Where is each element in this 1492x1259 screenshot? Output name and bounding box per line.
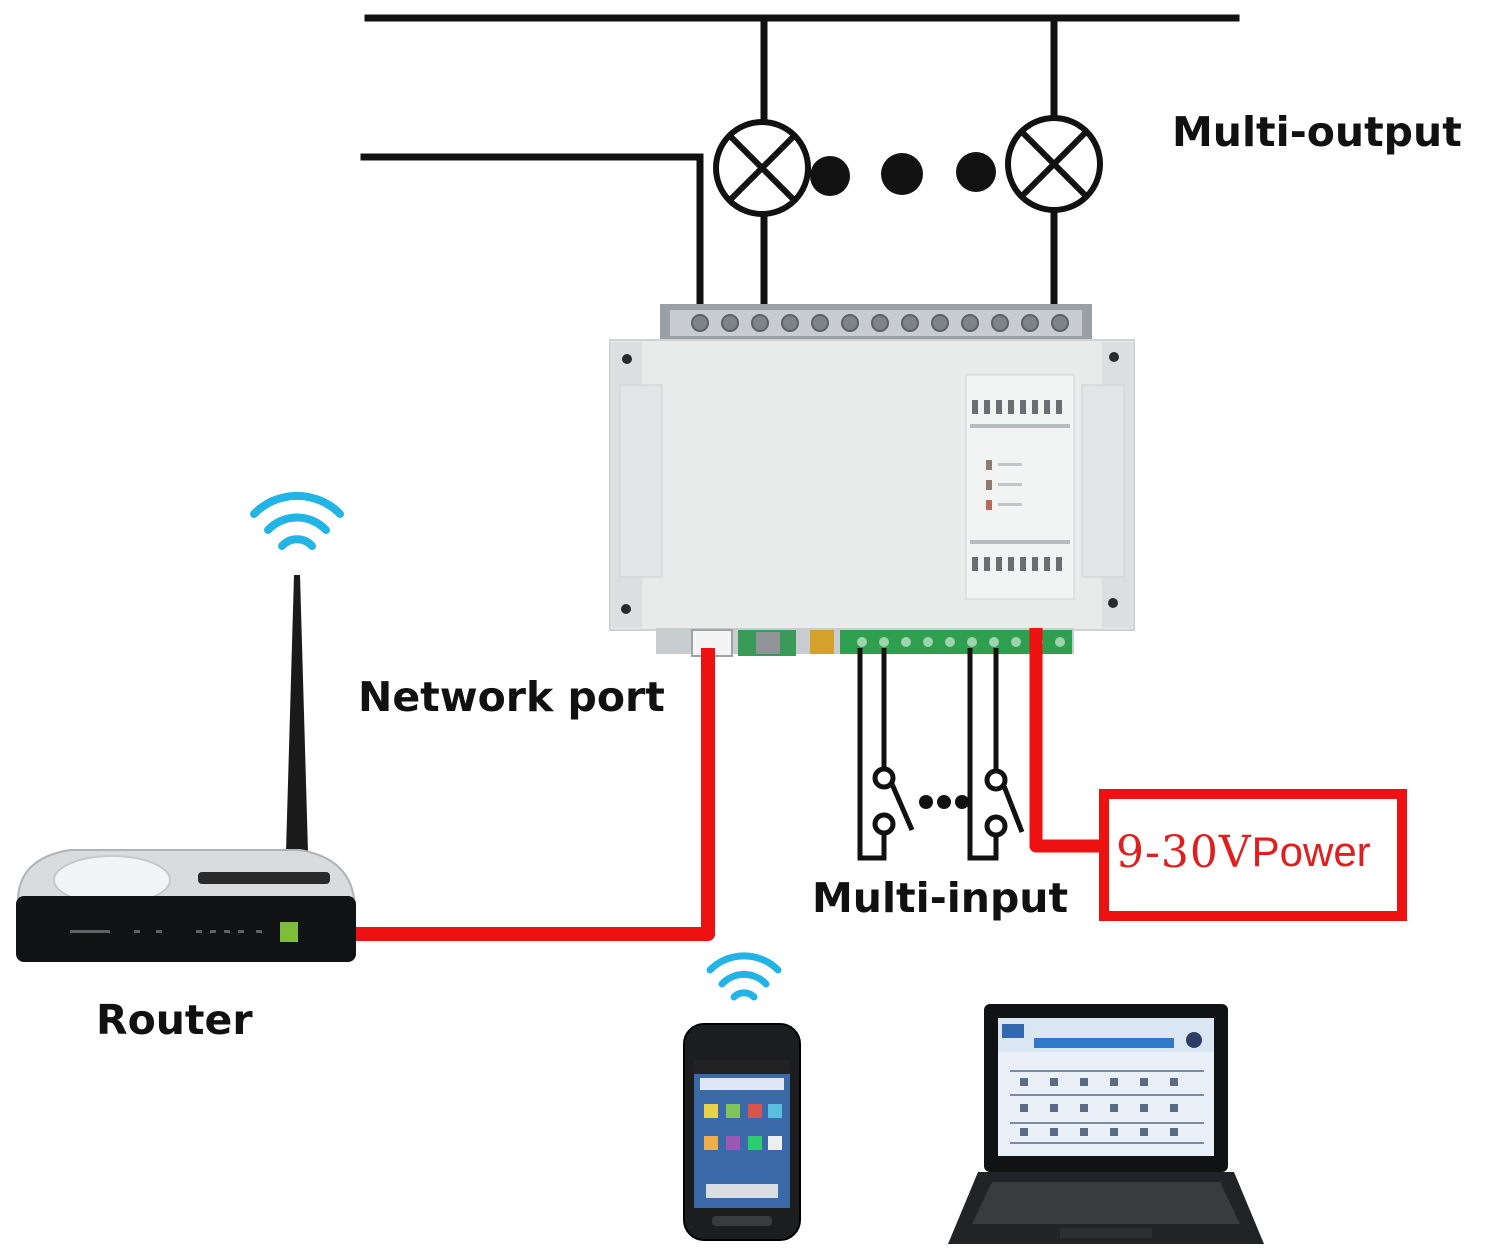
io-controller [609,304,1135,657]
power-word-text: Power [1251,828,1371,875]
wifi-icon [250,491,344,550]
top-terminal-screws [691,314,1069,332]
bottom-terminal-screws [857,637,1065,647]
lamp-icon [1005,115,1103,213]
input-status-leds [972,557,1062,571]
input-ellipsis-dots [919,795,969,809]
mount-holes [621,352,1119,614]
mains-wiring [360,14,1240,316]
mains-line-second [360,153,704,316]
network-cable [338,648,715,941]
network-port-label: Network port [358,673,665,721]
power-supply-label: 9-30V Power [1112,810,1390,894]
power-supply-box [1099,789,1407,921]
lamp-icon [713,119,811,217]
switch-icon [984,768,1025,838]
multi-output-label: Multi-output [1172,108,1462,156]
smartphone-icon [683,1023,801,1241]
power-status-leds [986,460,1022,510]
laptop-icon [948,1004,1264,1244]
switch-icon [872,766,915,836]
multi-input-label: Multi-input [812,874,1069,922]
power-cable [1029,628,1108,853]
wifi-icon [706,952,782,1001]
input-switches [857,648,999,861]
router-icon [16,575,356,962]
output-status-leds [972,400,1062,414]
power-voltage-text: 9-30V [1116,826,1252,878]
router-label: Router [96,996,253,1044]
ellipsis-dots [810,152,996,196]
